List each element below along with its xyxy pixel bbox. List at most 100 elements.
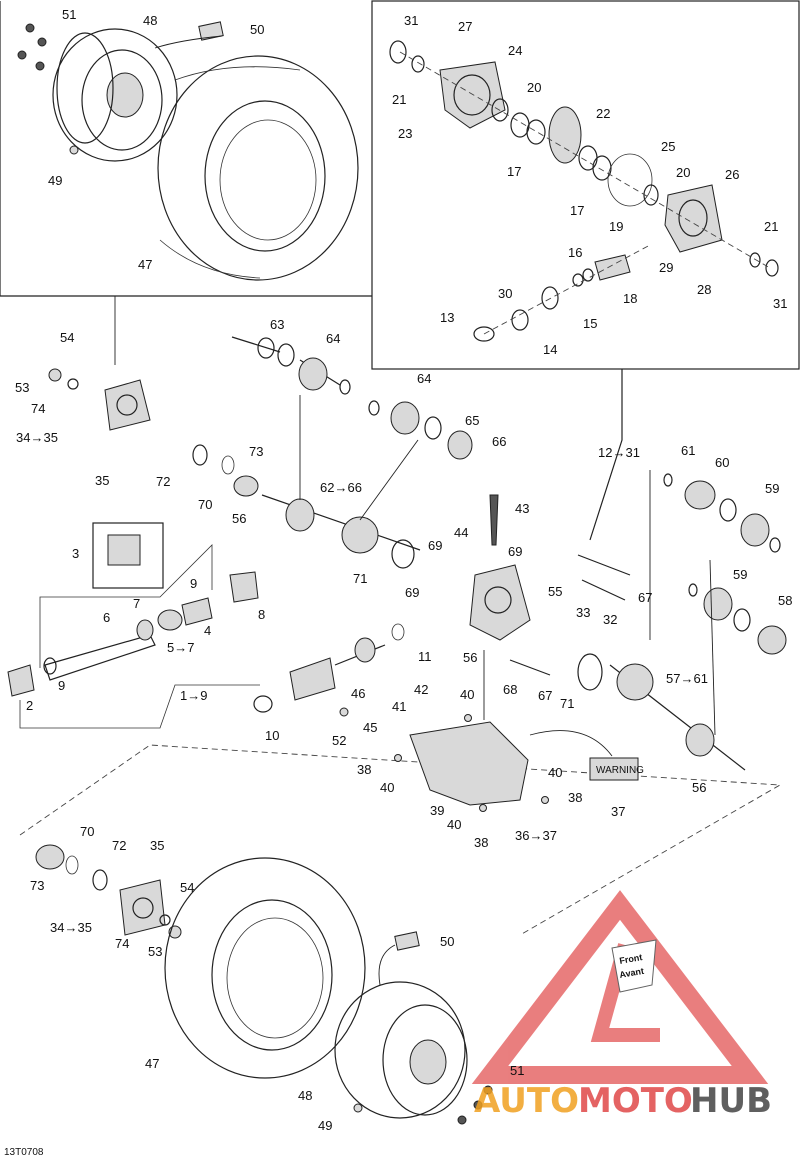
cv-boot [703, 587, 733, 621]
callout-74: 74 [31, 401, 45, 416]
leader [154, 35, 223, 49]
range-1-9: 1→9 [180, 688, 207, 703]
ring [65, 855, 79, 875]
u-joint-box [92, 522, 164, 589]
nut [339, 707, 349, 717]
callout-54: 54 [60, 330, 74, 345]
bolt [509, 659, 551, 676]
bearing [749, 252, 761, 268]
ring [424, 416, 442, 440]
ring [719, 498, 737, 522]
diff-housing [664, 184, 723, 253]
callout-45: 45 [363, 720, 377, 735]
warning-decal [198, 21, 224, 41]
range-34-35: 34→35 [50, 920, 92, 935]
right-shafts [609, 470, 787, 771]
callout-3: 3 [72, 546, 79, 561]
bolt [479, 804, 487, 812]
callout-20: 20 [527, 80, 541, 95]
tire-top-outer [157, 55, 359, 281]
callout-67: 67 [638, 590, 652, 605]
callout-48: 48 [298, 1088, 312, 1103]
u-joint-cross [107, 534, 141, 566]
wheel-nut [35, 61, 45, 71]
rear-wheel-top [17, 21, 359, 281]
u-joint [43, 657, 57, 675]
bolt [394, 754, 402, 762]
callout-55: 55 [548, 584, 562, 599]
leader [378, 944, 396, 986]
driveshaft-bracket [19, 684, 260, 729]
valve-stem [353, 1103, 363, 1113]
watermark-auto: AUTO [474, 1081, 579, 1121]
differential-parts [389, 40, 779, 342]
seal [577, 653, 603, 691]
washer [67, 378, 79, 390]
callout-41: 41 [392, 699, 406, 714]
callout-67: 67 [538, 688, 552, 703]
range-5-7: 5→7 [167, 640, 194, 655]
rim-bottom-flange [382, 1004, 468, 1116]
hub-plate [119, 879, 166, 936]
callout-53: 53 [15, 380, 29, 395]
callout-47: 47 [145, 1056, 159, 1071]
callout-6: 6 [103, 610, 110, 625]
rim-top-flange [56, 32, 114, 144]
callout-72: 72 [156, 474, 170, 489]
breather-tube [489, 494, 499, 546]
washer [582, 268, 594, 282]
bearing [411, 55, 425, 73]
differential-case [469, 564, 531, 641]
differential-detail-box [371, 0, 800, 370]
callout-28: 28 [697, 282, 711, 297]
callout-38: 38 [568, 790, 582, 805]
callout-64: 64 [326, 331, 340, 346]
watermark-moto: MOTO [578, 1081, 693, 1121]
wheel-nut [25, 23, 35, 33]
spacer [473, 326, 495, 342]
cv-boot [285, 498, 315, 532]
wheel-nut [17, 50, 27, 60]
cv-joint [447, 430, 473, 460]
bolt [464, 714, 472, 722]
seal [389, 40, 407, 64]
tire-bottom-bead [211, 899, 333, 1051]
coupler [354, 637, 376, 663]
clamp [769, 537, 781, 553]
ring [277, 343, 295, 367]
callout-72: 72 [112, 838, 126, 853]
callout-16: 16 [568, 245, 582, 260]
cv-joint [757, 625, 787, 655]
callout-46: 46 [351, 686, 365, 701]
callout-21: 21 [392, 92, 406, 107]
watermark-triangle [471, 890, 769, 1084]
callout-35: 35 [95, 473, 109, 488]
range-62-66: 62→66 [320, 480, 362, 495]
callout-56: 56 [463, 650, 477, 665]
cv-boot [616, 663, 654, 701]
leader [359, 439, 419, 521]
callout-25: 25 [661, 139, 675, 154]
callout-50: 50 [440, 934, 454, 949]
propeller-shaft [7, 534, 386, 717]
callout-63: 63 [270, 317, 284, 332]
callout-37: 37 [611, 804, 625, 819]
hub-plate [104, 379, 151, 431]
seal [511, 309, 529, 331]
u-joint-leader [39, 544, 213, 668]
watermark-logo [471, 890, 769, 1084]
callout-29: 29 [659, 260, 673, 275]
rear-wheel-bottom [164, 857, 493, 1125]
spring [157, 609, 183, 631]
callout-54: 54 [180, 880, 194, 895]
seal [253, 695, 273, 713]
rim-top-hub [106, 72, 144, 118]
axis-line [483, 244, 651, 335]
leader [709, 559, 716, 736]
rim-top-outer [52, 28, 178, 162]
callout-40: 40 [380, 780, 394, 795]
callout-4: 4 [204, 623, 211, 638]
callout-70: 70 [198, 497, 212, 512]
clamp [663, 473, 673, 487]
top-left-frame [0, 1, 372, 297]
